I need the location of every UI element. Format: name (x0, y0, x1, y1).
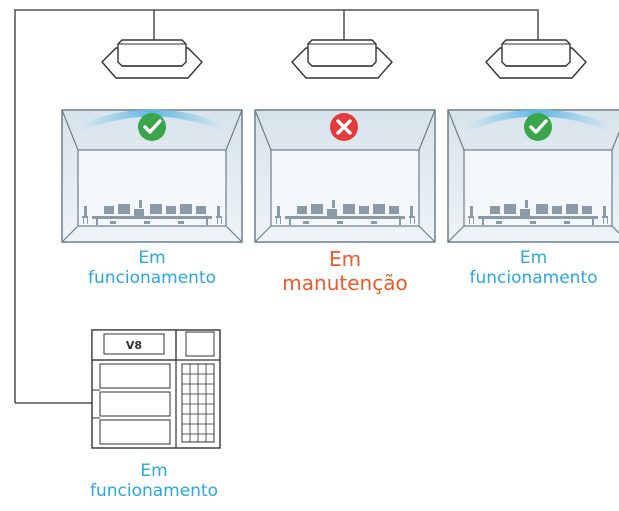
indoor-unit-2-icon (291, 39, 393, 79)
outdoor-unit-logo: V8 (126, 339, 142, 352)
room-3-status-label: Em funcionamento (469, 248, 598, 289)
outdoor-unit-status-label: Em funcionamento (89, 461, 219, 502)
status-ok-1-check-icon (138, 113, 166, 141)
pipe-main-line (14, 9, 539, 403)
status-bad-2-cross-icon (330, 113, 358, 141)
room-2-status-label: Em manutenção (282, 247, 408, 295)
indoor-unit-1-icon (101, 39, 203, 79)
status-ok-3-check-icon (524, 113, 552, 141)
room-1-status-label: Em funcionamento (87, 248, 217, 289)
indoor-unit-3-icon (485, 39, 587, 79)
outdoor-unit-icon (91, 329, 221, 449)
